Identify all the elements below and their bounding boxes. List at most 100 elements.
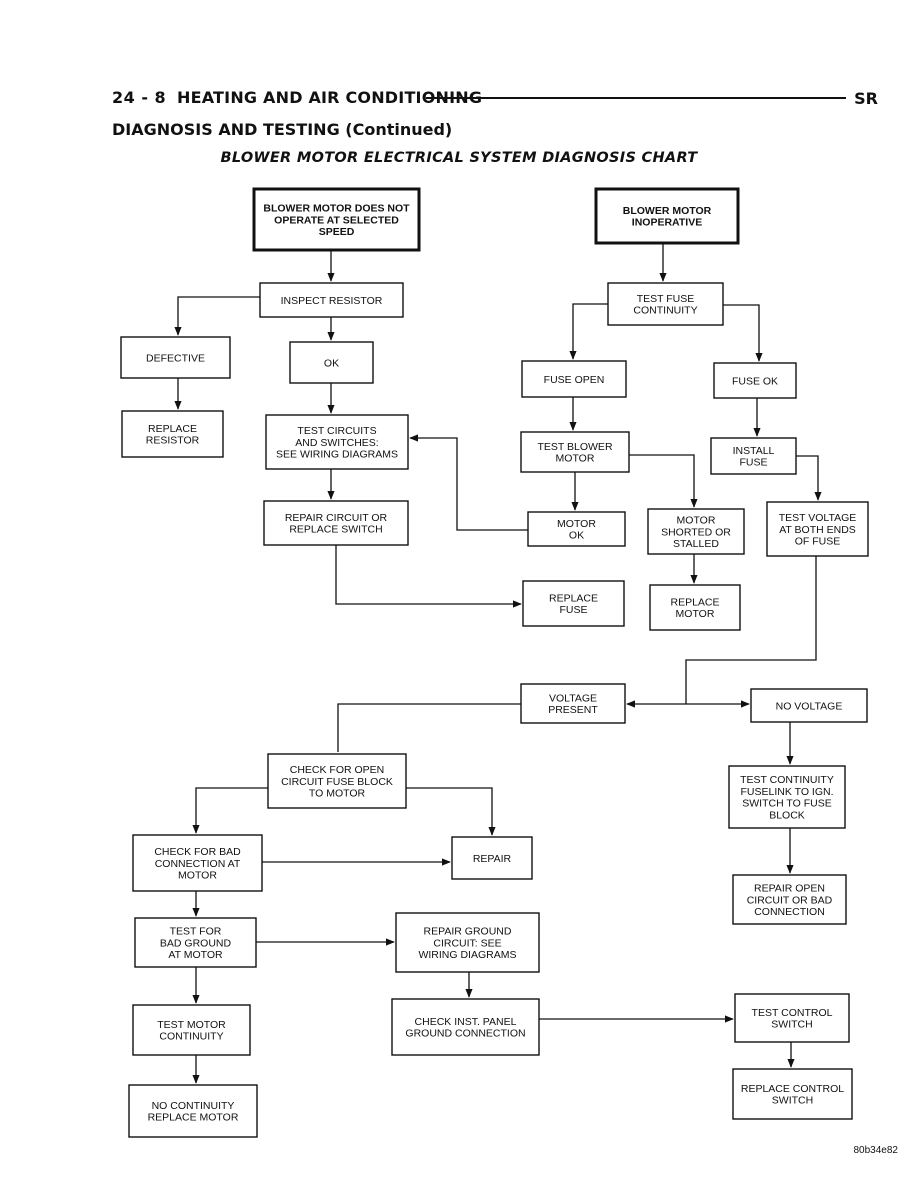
box-label-line: AND SWITCHES: [295, 437, 378, 449]
box-label-line: TEST MOTOR [157, 1019, 226, 1031]
box-label-line: AT MOTOR [168, 949, 223, 961]
box-label-line: REPAIR CIRCUIT OR [285, 512, 388, 524]
box-label-line: TEST BLOWER [537, 441, 612, 453]
box-defective: DEFECTIVE [120, 336, 231, 379]
box-label-line: TEST CONTROL [752, 1007, 833, 1019]
box-frame [259, 282, 404, 318]
page-number: 24 - 8 [112, 88, 167, 107]
box-label-line: REPAIR OPEN [754, 883, 825, 895]
box-label-line: GROUND CONNECTION [405, 1028, 525, 1040]
box-label-line: CIRCUIT OR BAD [747, 894, 833, 906]
box-label-line: TEST CONTINUITY [740, 774, 834, 786]
box-label-line: STALLED [673, 538, 719, 550]
box-frame [527, 511, 626, 547]
box-label-line: SWITCH [771, 1019, 812, 1031]
box-frame [521, 360, 627, 398]
box-label-line: RESISTOR [146, 435, 200, 447]
box-frame [713, 362, 797, 399]
box-label-line: CHECK INST. PANEL [415, 1016, 517, 1028]
box-label-line: PRESENT [548, 704, 598, 716]
box-label-line: TEST CIRCUITS [297, 425, 376, 437]
box-label-line: CHECK FOR BAD [154, 846, 241, 858]
manual-code: SR [854, 89, 878, 108]
box-label-line: WIRING DIAGRAMS [418, 949, 516, 961]
line-connector [685, 556, 817, 704]
box-label-line: OPERATE AT SELECTED [274, 214, 399, 226]
box-frame [128, 1084, 258, 1138]
box-label-line: REPAIR [473, 853, 512, 865]
box-label-line: BAD GROUND [160, 937, 232, 949]
box-label-line: MOTOR [556, 453, 595, 465]
box-fuse-ok: FUSE OK [713, 362, 797, 399]
box-frame [252, 187, 421, 252]
box-frame [391, 998, 540, 1056]
arrow-connector [174, 296, 260, 336]
box-label-line: CONTINUITY [159, 1031, 223, 1043]
box-label-line: VOLTAGE [549, 692, 597, 704]
box-label-line: MOTOR [557, 518, 596, 530]
box-label-line: CONTINUITY [633, 305, 697, 317]
box-label-line: TEST FOR [170, 926, 222, 938]
box-label-line: BLOCK [769, 810, 805, 822]
section-title: HEATING AND AIR CONDITIONING [177, 88, 483, 107]
box-label-line: INSTALL [733, 445, 775, 457]
box-label-line: OF FUSE [795, 536, 841, 548]
box-label-line: INOPERATIVE [632, 217, 702, 229]
box-no-voltage: NO VOLTAGE [750, 688, 868, 723]
box-frame [766, 501, 869, 557]
box-inspect-resistor: INSPECT RESISTOR [259, 282, 404, 318]
box-frame [121, 410, 224, 458]
arrow-connector [569, 303, 608, 360]
box-label-line: SEE WIRING DIAGRAMS [276, 449, 398, 461]
box-label-line: REPLACE [148, 423, 197, 435]
header-rule [426, 97, 846, 99]
box-frame [734, 993, 850, 1043]
box-frame [732, 874, 847, 925]
box-label-line: REPLACE MOTOR [148, 1112, 239, 1124]
box-frame [263, 500, 409, 546]
box-label-line: TEST FUSE [637, 293, 695, 305]
box-label-line: OK [569, 530, 584, 542]
box-frame [132, 834, 263, 892]
connector-lines [174, 243, 822, 1084]
box-repair: REPAIR [451, 836, 533, 880]
box-frame [647, 508, 745, 555]
box-frame [728, 765, 846, 829]
box-frame [120, 336, 231, 379]
box-frame [520, 683, 626, 724]
chart-title: BLOWER MOTOR ELECTRICAL SYSTEM DIAGNOSIS… [220, 150, 698, 166]
box-label-line: TEST VOLTAGE [779, 512, 857, 524]
box-frame [732, 1068, 853, 1120]
box-frame [289, 341, 374, 384]
box-label-line: REPLACE SWITCH [289, 524, 382, 536]
box-label-line: REPLACE CONTROL [741, 1083, 844, 1095]
line-connector [337, 703, 521, 752]
box-label-line: CONNECTION [754, 906, 825, 918]
box-label-line: BLOWER MOTOR [623, 205, 712, 217]
subheading: DIAGNOSIS AND TESTING (Continued) [112, 120, 453, 139]
box-frame [649, 584, 741, 631]
box-frame [132, 1004, 251, 1056]
box-label-line: MOTOR [677, 515, 716, 527]
box-frame [594, 187, 740, 245]
box-label-line: SWITCH TO FUSE [742, 798, 831, 810]
arrow-connector [406, 787, 496, 836]
box-frame [451, 836, 533, 880]
box-label-line: FUSELINK TO IGN. [741, 786, 834, 798]
box-label-line: OK [324, 357, 339, 369]
